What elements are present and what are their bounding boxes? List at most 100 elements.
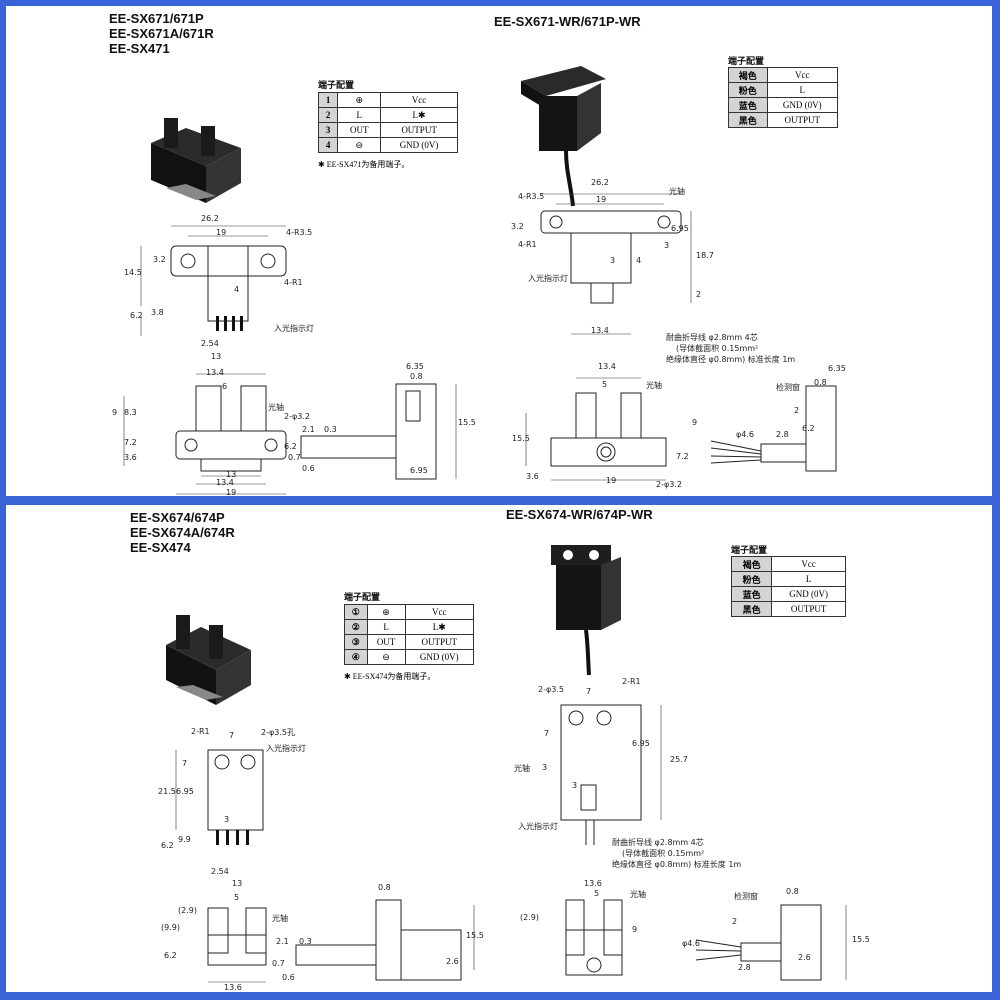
dim-label: 9 [692, 418, 698, 427]
dim-label: 入光指示灯 [266, 744, 306, 753]
dim-label: φ4.6 [736, 430, 754, 439]
dim-label: 19 [596, 195, 607, 204]
dim-label: 0.3 [299, 937, 312, 946]
dim-label: 6.95 [632, 739, 650, 748]
dim-label: 9.9 [178, 835, 191, 844]
dim-label: 6.95 [410, 466, 428, 475]
model-title: EE-SX674/674P [130, 510, 225, 525]
dim-label: 入光指示灯 [274, 324, 314, 333]
dim-label: 2.54 [211, 867, 229, 876]
dim-label: 0.6 [282, 973, 295, 982]
dim-label: 0.3 [324, 425, 337, 434]
dim-label: 13 [232, 879, 243, 888]
wr-front-side-drawing [565, 899, 847, 981]
dim-label: 2.54 [201, 339, 219, 348]
dim-label: 6 [222, 382, 228, 391]
sensor-wr-photo [551, 545, 621, 676]
dim-label: 光轴 [669, 187, 685, 196]
pin-note: ✱ EE-SX474为备用端子。 [344, 672, 436, 681]
dim-label: 光轴 [268, 403, 284, 412]
sensor-photo [166, 615, 251, 705]
dim-label: (2.9) [178, 906, 197, 915]
dim-label: 13.4 [206, 368, 224, 377]
dim-label: 4-R3.5 [518, 192, 545, 201]
dim-label: 0.8 [410, 372, 423, 381]
pin-note: ✱ EE-SX471为备用端子。 [318, 160, 410, 169]
dim-label: 2 [732, 917, 738, 926]
dim-label: 入光指示灯 [528, 274, 568, 283]
dim-label: 19 [226, 488, 237, 496]
dim-label: 3.8 [151, 308, 164, 317]
dim-label: 2-φ3.5 [538, 685, 564, 694]
dim-label: 7.2 [676, 452, 689, 461]
dim-label: φ4.6 [682, 939, 700, 948]
dim-label: (9.9) [161, 923, 180, 932]
dim-label: 25.7 [670, 755, 688, 764]
pin-caption: 端子配置 [344, 592, 381, 602]
dim-label: 7 [544, 729, 550, 738]
cable-note: 耐曲折导线 φ2.8mm 4芯 [612, 838, 704, 847]
pin-caption: 端子配置 [318, 80, 355, 90]
table-row: 4⊖GND (0V) [317, 137, 458, 153]
dim-label: 3.2 [153, 255, 166, 264]
dim-label: 9 [112, 408, 118, 417]
dim-label: 光轴 [514, 764, 530, 773]
top-view-drawing [140, 225, 287, 336]
dim-label: 2.8 [776, 430, 789, 439]
dim-label: (2.9) [520, 913, 539, 922]
dim-label: 14.5 [124, 268, 142, 277]
dim-label: 3 [542, 763, 548, 772]
model-title: EE-SX671-WR/671P-WR [494, 14, 641, 29]
table-row: ④⊖GND (0V) [344, 649, 475, 665]
sensor-photo [151, 118, 241, 203]
front-view-drawing [123, 373, 287, 495]
dim-label: 4-R1 [518, 240, 537, 249]
dim-label: 5 [602, 380, 608, 389]
model-title: EE-SX674-WR/674P-WR [506, 507, 653, 522]
wr-top-view-drawing [560, 704, 662, 845]
dim-label: 15.5 [466, 931, 484, 940]
dim-label: 8.3 [124, 408, 137, 417]
dim-label: 2-φ3.5孔 [261, 728, 295, 737]
dim-label: 13.4 [216, 478, 234, 487]
dim-label: 2.6 [798, 953, 811, 962]
wire-caption: 端子配置 [728, 56, 765, 66]
dim-label: 13.4 [598, 362, 616, 371]
top-view-drawing [175, 749, 264, 845]
dim-label: 7 [182, 759, 188, 768]
dim-label: 13 [211, 352, 222, 361]
model-title: EE-SX674A/674R [130, 525, 235, 540]
dim-label: 2-φ3.2 [284, 412, 310, 421]
bottom-panel: EE-SX674/674P EE-SX674A/674R EE-SX474 EE… [6, 505, 992, 992]
dim-label: 13 [226, 470, 237, 479]
dim-label: 15.5 [458, 418, 476, 427]
cable-note: (导体截面积 0.15mm² [622, 849, 705, 858]
wire-caption: 端子配置 [731, 545, 768, 555]
dim-label: 2.1 [302, 425, 315, 434]
cable-note: (导体截面积 0.15mm² [676, 344, 759, 353]
model-title: EE-SX471 [109, 41, 170, 56]
dim-label: 2-R1 [622, 677, 641, 686]
dim-label: 3 [224, 815, 230, 824]
dim-label: 7 [229, 731, 235, 740]
dim-label: 3.6 [124, 453, 137, 462]
dim-label: 3.6 [526, 472, 539, 481]
dim-label: 2 [794, 406, 800, 415]
dim-label: 6.2 [802, 424, 815, 433]
dim-label: 3 [572, 781, 578, 790]
dim-label: 26.2 [201, 214, 219, 223]
dim-label: 光轴 [630, 890, 646, 899]
dim-label: 6.95 [176, 787, 194, 796]
